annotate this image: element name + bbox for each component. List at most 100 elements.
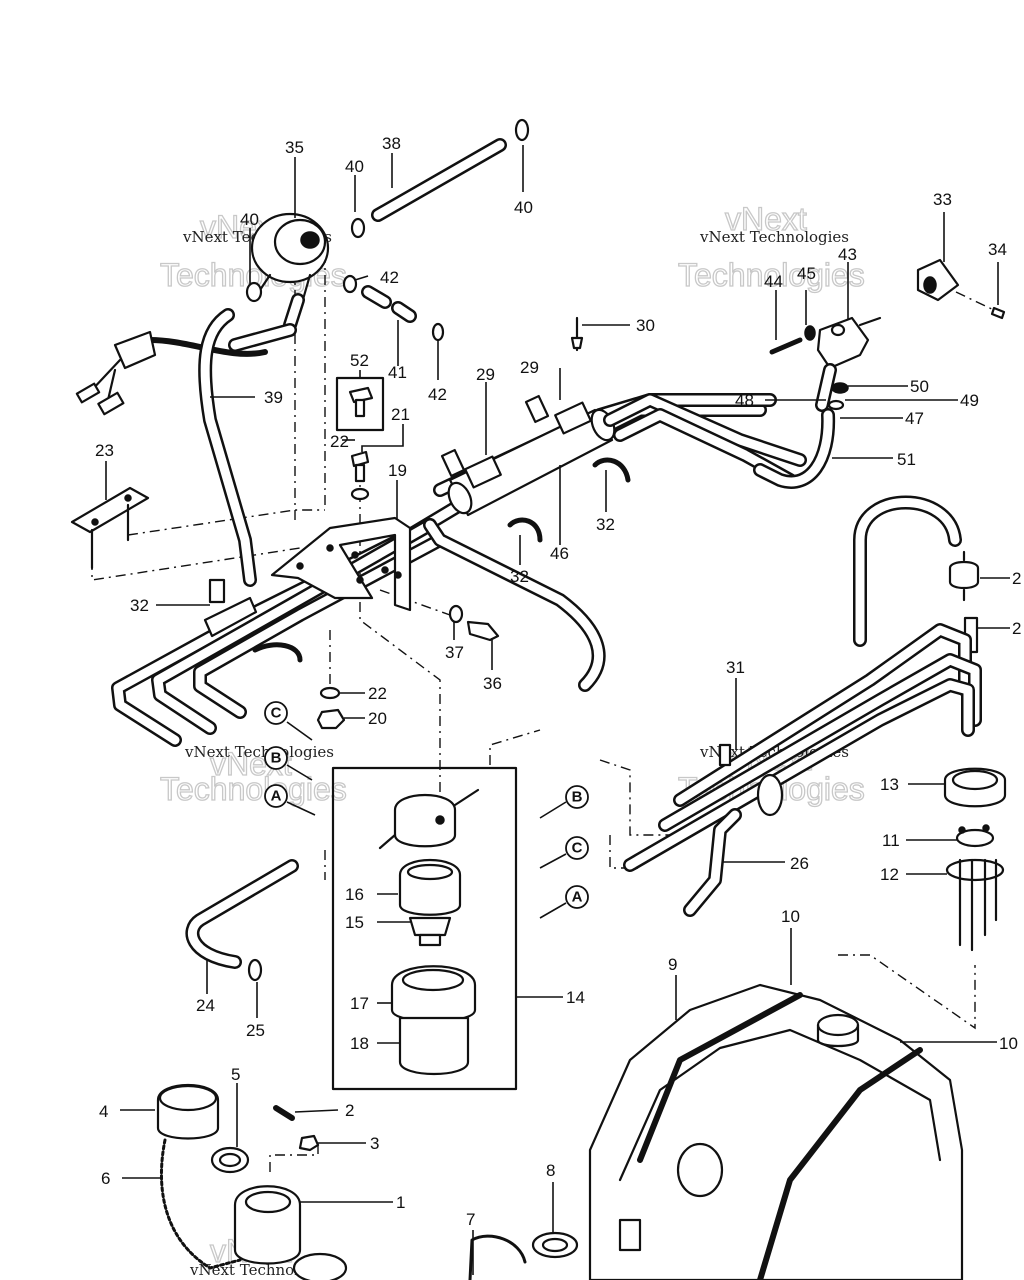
clamp-49-50 [827,382,849,411]
callout-52: 52 [350,351,369,370]
clip-29-a [440,448,502,489]
filter-assembly-box-14 [331,766,518,1091]
ref-marker-right-c: C [539,836,589,869]
callout-30: 30 [636,316,655,335]
callout-6: 6 [101,1169,110,1188]
filter-ring-17 [390,965,477,1023]
svg-text:Technologies: Technologies [160,771,347,807]
screw-30 [570,316,584,352]
callout-29-a: 29 [476,365,495,384]
hose-7 [468,1234,527,1280]
washer-22-lower [319,686,341,700]
nut-20 [316,708,346,730]
screw-44 [769,337,803,355]
callout-40-c: 40 [240,210,259,229]
clip-32-a [507,517,543,543]
mount-bracket-19 [270,516,412,612]
callout-22-b: 22 [368,684,387,703]
ref-marker-left-b: B [264,746,313,781]
fuel-line-return-hose [423,518,606,692]
hose-26 [683,808,742,917]
svg-text:B: B [271,750,282,767]
callout-40-a: 40 [345,157,364,176]
callout-numbers: 35 40 38 40 40 42 41 42 39 52 21 22 19 2… [95,134,1021,1229]
svg-text:vNext Technologies: vNext Technologies [184,743,334,761]
filler-neck-1 [233,1185,348,1280]
svg-text:C: C [572,840,583,857]
callout-46: 46 [550,544,569,563]
callout-50: 50 [910,377,929,396]
svg-text:C: C [271,705,282,722]
callout-33: 33 [933,190,952,209]
svg-text:Technologies: Technologies [678,257,865,293]
callout-22-a: 22 [330,432,349,451]
cap-33 [916,258,999,313]
clip-32-c [203,578,303,663]
callout-10-b: 10 [999,1034,1018,1053]
clamp-8 [531,1231,579,1259]
washer-22-upper [350,487,370,501]
callout-17: 17 [350,994,369,1013]
callout-3: 3 [370,1134,379,1153]
sender-plate-11 [955,824,995,848]
svg-text:vNext: vNext [725,201,807,237]
callout-32-c: 32 [130,596,149,615]
callout-31: 31 [726,658,745,677]
callout-12: 12 [880,865,899,884]
callout-4: 4 [99,1102,108,1121]
callout-37: 37 [445,643,464,662]
bolt-52 [335,376,385,432]
callout-9: 9 [668,955,677,974]
svg-text:A: A [572,889,583,906]
filter-27 [948,550,980,602]
svg-text:B: B [572,789,583,806]
bracket-23 [70,486,150,570]
filter-head [378,788,480,850]
hose-39 [198,308,257,587]
callout-21: 21 [391,405,410,424]
washer-45 [804,325,816,341]
wire-harness [75,323,297,416]
callout-38: 38 [382,134,401,153]
callout-24: 24 [196,996,215,1015]
ref-marker-right-b: B [539,785,589,819]
callout-leaders [105,145,1010,1275]
callout-34: 34 [988,240,1007,259]
clip-32-b [592,457,631,483]
callout-42-b: 42 [428,385,447,404]
hose-38 [371,138,507,222]
callout-45: 45 [797,264,816,283]
ref-marker-left-c: C [264,701,313,741]
svg-text:vNext Technologies: vNext Technologies [699,228,849,246]
clip-31 [718,743,784,817]
watermark-top-right: vNext Technologies vNext Technologies [677,200,865,293]
callout-36: 36 [483,674,502,693]
callout-39: 39 [264,388,283,407]
screw-34 [990,306,1006,320]
ref-marker-right-a: A [539,885,589,919]
connector-42-upper [342,274,445,342]
fuel-tank-9 [588,983,964,1280]
callout-19: 19 [388,461,407,480]
watermark-mid-left: vNext Technologies vNext Technologies [159,743,347,808]
svg-text:A: A [271,788,282,805]
callout-47: 47 [905,409,924,428]
callout-48: 48 [735,391,754,410]
fuel-sender-35 [250,212,330,332]
callout-8: 8 [546,1161,555,1180]
filter-bowl-16 [398,858,462,916]
callout-29-b: 29 [520,358,539,377]
clamp-40-left [245,281,263,303]
callout-32-a: 32 [596,515,615,534]
callout-15: 15 [345,913,364,932]
gasket-5 [210,1146,250,1174]
callout-7: 7 [466,1210,475,1229]
clamp-25 [247,958,263,982]
hose-24 [185,859,299,969]
callout-32-b: 32 [510,567,529,586]
gasket-12 [945,858,1005,952]
callout-25: 25 [246,1021,265,1040]
fuel-lines-right [623,623,982,872]
callout-41: 41 [388,363,407,382]
callout-14: 14 [566,988,585,1007]
